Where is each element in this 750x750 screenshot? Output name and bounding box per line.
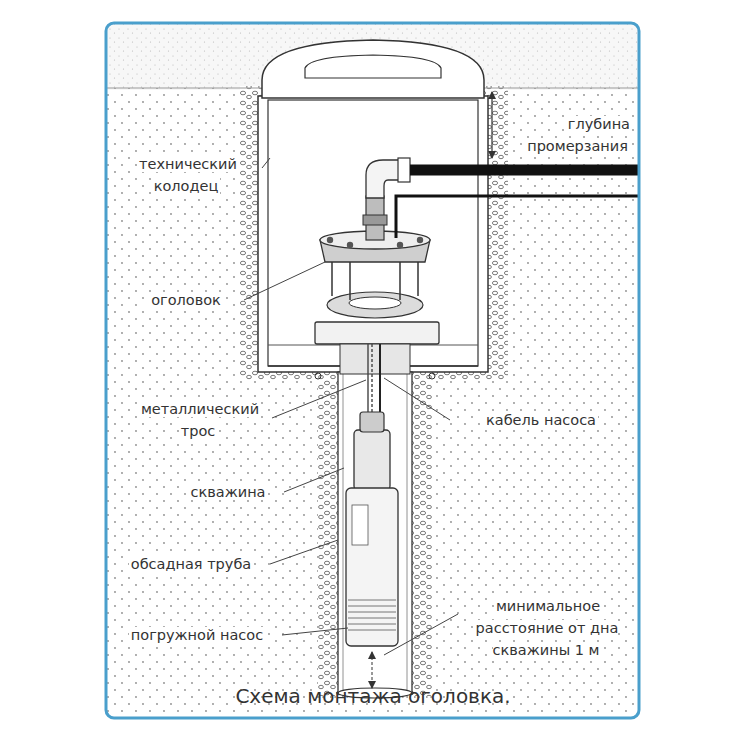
part-label: кабель насоса: [484, 412, 598, 428]
part-label: оголовок: [149, 292, 223, 308]
part-label-box: минимальное расстояние от дна скважины 1…: [458, 595, 636, 661]
part-label: скважина: [188, 484, 267, 500]
part-label: глубина промерзания: [527, 116, 630, 154]
part-label-box: обсадная труба: [112, 553, 270, 575]
part-label: технический колодец: [137, 156, 237, 194]
part-label: погружной насос: [129, 627, 265, 643]
part-label: обсадная труба: [129, 556, 253, 572]
part-label: металлический трос: [139, 401, 259, 439]
part-label-box: погружной насос: [112, 624, 282, 646]
part-label-box: глубина промерзания: [510, 113, 630, 157]
part-label-box: технический колодец: [112, 153, 262, 197]
part-label: минимальное расстояние от дна скважины 1…: [476, 598, 619, 658]
part-label-box: кабель насоса: [452, 409, 630, 431]
part-label-box: оголовок: [130, 289, 242, 311]
diagram-caption: Схема монтажа оголовка.: [108, 683, 638, 709]
part-label-box: скважина: [172, 481, 284, 503]
part-label-box: металлический трос: [126, 398, 272, 442]
